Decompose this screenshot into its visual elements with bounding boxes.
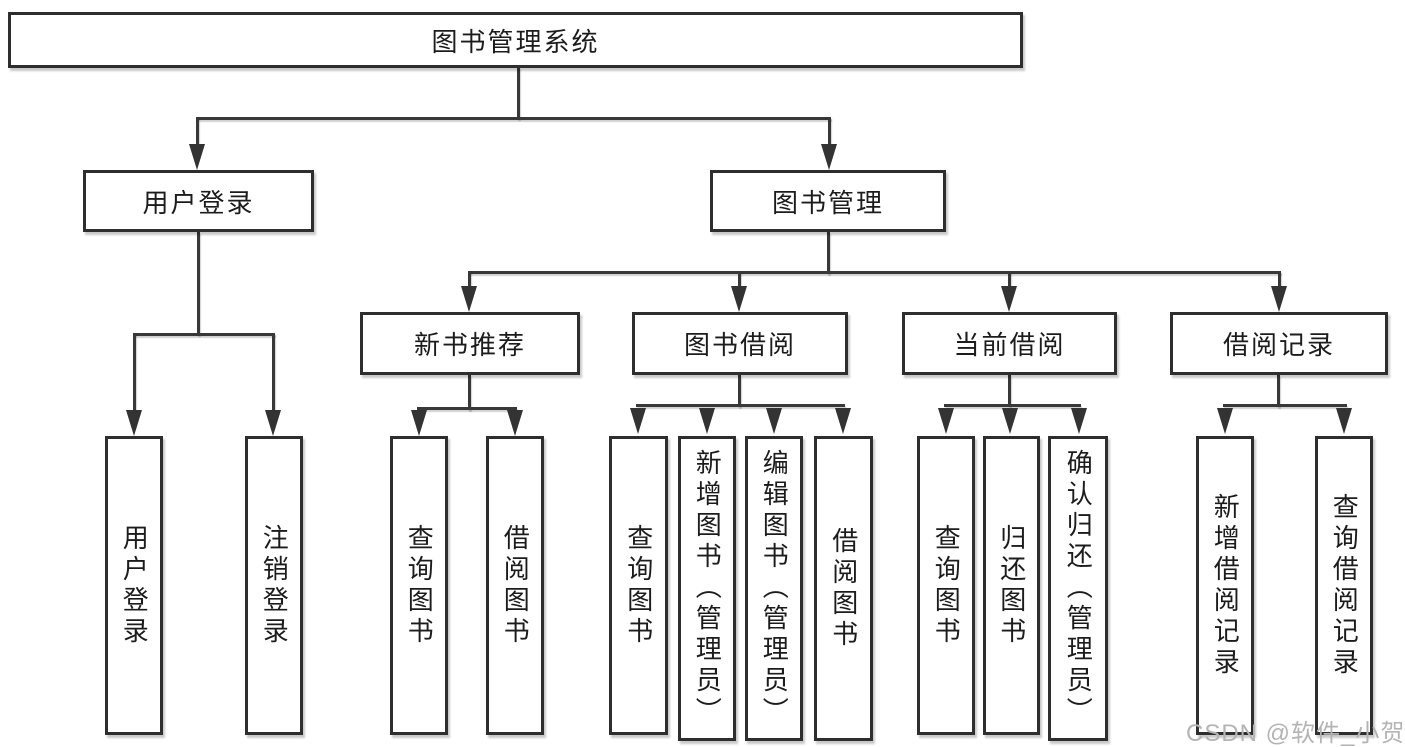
node-root: 图书管理系统 bbox=[8, 12, 1023, 68]
node-user-login: 用户登录 bbox=[83, 170, 314, 232]
leaf-borrow-query-book-label: 查询图书 bbox=[623, 523, 654, 648]
connector-line bbox=[468, 271, 471, 291]
connector-line bbox=[738, 375, 741, 407]
watermark: CSDN @软件_小贺同学 bbox=[1186, 720, 1405, 747]
connector-line bbox=[1277, 375, 1280, 407]
node-book-borrow-label: 图书借阅 bbox=[683, 330, 796, 360]
connector-line bbox=[827, 232, 830, 274]
connector-line bbox=[1278, 271, 1281, 291]
connector-line bbox=[828, 117, 831, 147]
arrow-head bbox=[1002, 408, 1018, 434]
connector-line bbox=[133, 333, 136, 413]
connector-line bbox=[636, 404, 845, 407]
arrow-head bbox=[1336, 408, 1352, 434]
node-current-borrow-label: 当前借阅 bbox=[953, 330, 1066, 360]
leaf-borrow-add-book: 新增图书（管理员） bbox=[678, 436, 736, 741]
leaf-borrow-borrow-book-label: 借阅图书 bbox=[828, 526, 859, 651]
connector-line bbox=[468, 375, 471, 410]
arrow-head bbox=[126, 410, 142, 436]
arrow-head bbox=[411, 410, 427, 436]
leaf-borrow-add-book-label: 新增图书（管理员） bbox=[692, 449, 723, 728]
leaf-borrow-edit-book-label: 编辑图书（管理员） bbox=[759, 449, 790, 728]
leaf-record-add-record: 新增借阅记录 bbox=[1196, 436, 1254, 735]
leaf-record-add-record-label: 新增借阅记录 bbox=[1210, 492, 1241, 679]
arrow-head bbox=[1271, 286, 1287, 312]
arrow-head bbox=[189, 144, 205, 170]
arrow-head bbox=[1071, 408, 1087, 434]
leaf-user-login: 用户登录 bbox=[105, 436, 163, 735]
arrow-head bbox=[1217, 408, 1233, 434]
arrow-head bbox=[507, 410, 523, 436]
leaf-recommend-query-book-label: 查询图书 bbox=[404, 523, 435, 648]
arrow-head bbox=[821, 144, 837, 170]
arrow-head bbox=[461, 286, 477, 312]
connector-line bbox=[944, 404, 1081, 407]
node-new-book-recommend-label: 新书推荐 bbox=[413, 330, 526, 360]
arrow-head bbox=[731, 286, 747, 312]
leaf-borrow-query-book: 查询图书 bbox=[609, 436, 668, 735]
connector-line bbox=[197, 232, 200, 335]
leaf-record-query-record-label: 查询借阅记录 bbox=[1329, 492, 1360, 679]
leaf-logout-label: 注销登录 bbox=[259, 523, 290, 648]
leaf-current-return-book-label: 归还图书 bbox=[996, 523, 1027, 648]
connector-line bbox=[1008, 271, 1011, 291]
leaf-recommend-borrow-book-label: 借阅图书 bbox=[500, 523, 531, 648]
connector-line bbox=[133, 333, 275, 336]
connector-line bbox=[1223, 404, 1347, 407]
arrow-head bbox=[1001, 286, 1017, 312]
arrow-head bbox=[766, 408, 782, 434]
leaf-current-query-book-label: 查询图书 bbox=[931, 523, 962, 648]
arrow-head bbox=[835, 408, 851, 434]
node-user-login-label: 用户登录 bbox=[142, 187, 255, 218]
connector-line bbox=[417, 407, 517, 410]
connector-line bbox=[517, 67, 520, 119]
leaf-user-login-label: 用户登录 bbox=[119, 523, 150, 648]
node-book-management-label: 图书管理 bbox=[771, 187, 884, 218]
arrow-head bbox=[699, 408, 715, 434]
connector-line bbox=[1008, 375, 1011, 407]
leaf-current-confirm-return-label: 确认归还（管理员） bbox=[1063, 449, 1094, 728]
leaf-current-return-book: 归还图书 bbox=[983, 436, 1040, 735]
node-book-borrow: 图书借阅 bbox=[632, 312, 848, 375]
leaf-borrow-borrow-book: 借阅图书 bbox=[814, 436, 873, 741]
node-borrow-record-label: 借阅记录 bbox=[1222, 330, 1335, 360]
leaf-borrow-edit-book: 编辑图书（管理员） bbox=[745, 436, 803, 741]
connector-line bbox=[468, 271, 1281, 274]
leaf-current-query-book: 查询图书 bbox=[917, 436, 975, 735]
connector-line bbox=[738, 271, 741, 291]
leaf-recommend-borrow-book: 借阅图书 bbox=[486, 436, 544, 735]
node-current-borrow: 当前借阅 bbox=[902, 312, 1117, 375]
leaf-record-query-record: 查询借阅记录 bbox=[1315, 436, 1373, 735]
leaf-recommend-query-book: 查询图书 bbox=[390, 436, 448, 735]
node-new-book-recommend: 新书推荐 bbox=[360, 312, 580, 375]
leaf-current-confirm-return: 确认归还（管理员） bbox=[1048, 436, 1108, 741]
connector-line bbox=[272, 333, 275, 413]
leaf-logout: 注销登录 bbox=[245, 436, 303, 735]
arrow-head bbox=[938, 408, 954, 434]
connector-line bbox=[196, 117, 199, 147]
node-borrow-record: 借阅记录 bbox=[1170, 312, 1388, 375]
node-book-management: 图书管理 bbox=[710, 170, 946, 232]
arrow-head bbox=[630, 408, 646, 434]
connector-line bbox=[196, 117, 831, 120]
arrow-head bbox=[265, 410, 281, 436]
node-root-label: 图书管理系统 bbox=[431, 26, 600, 57]
